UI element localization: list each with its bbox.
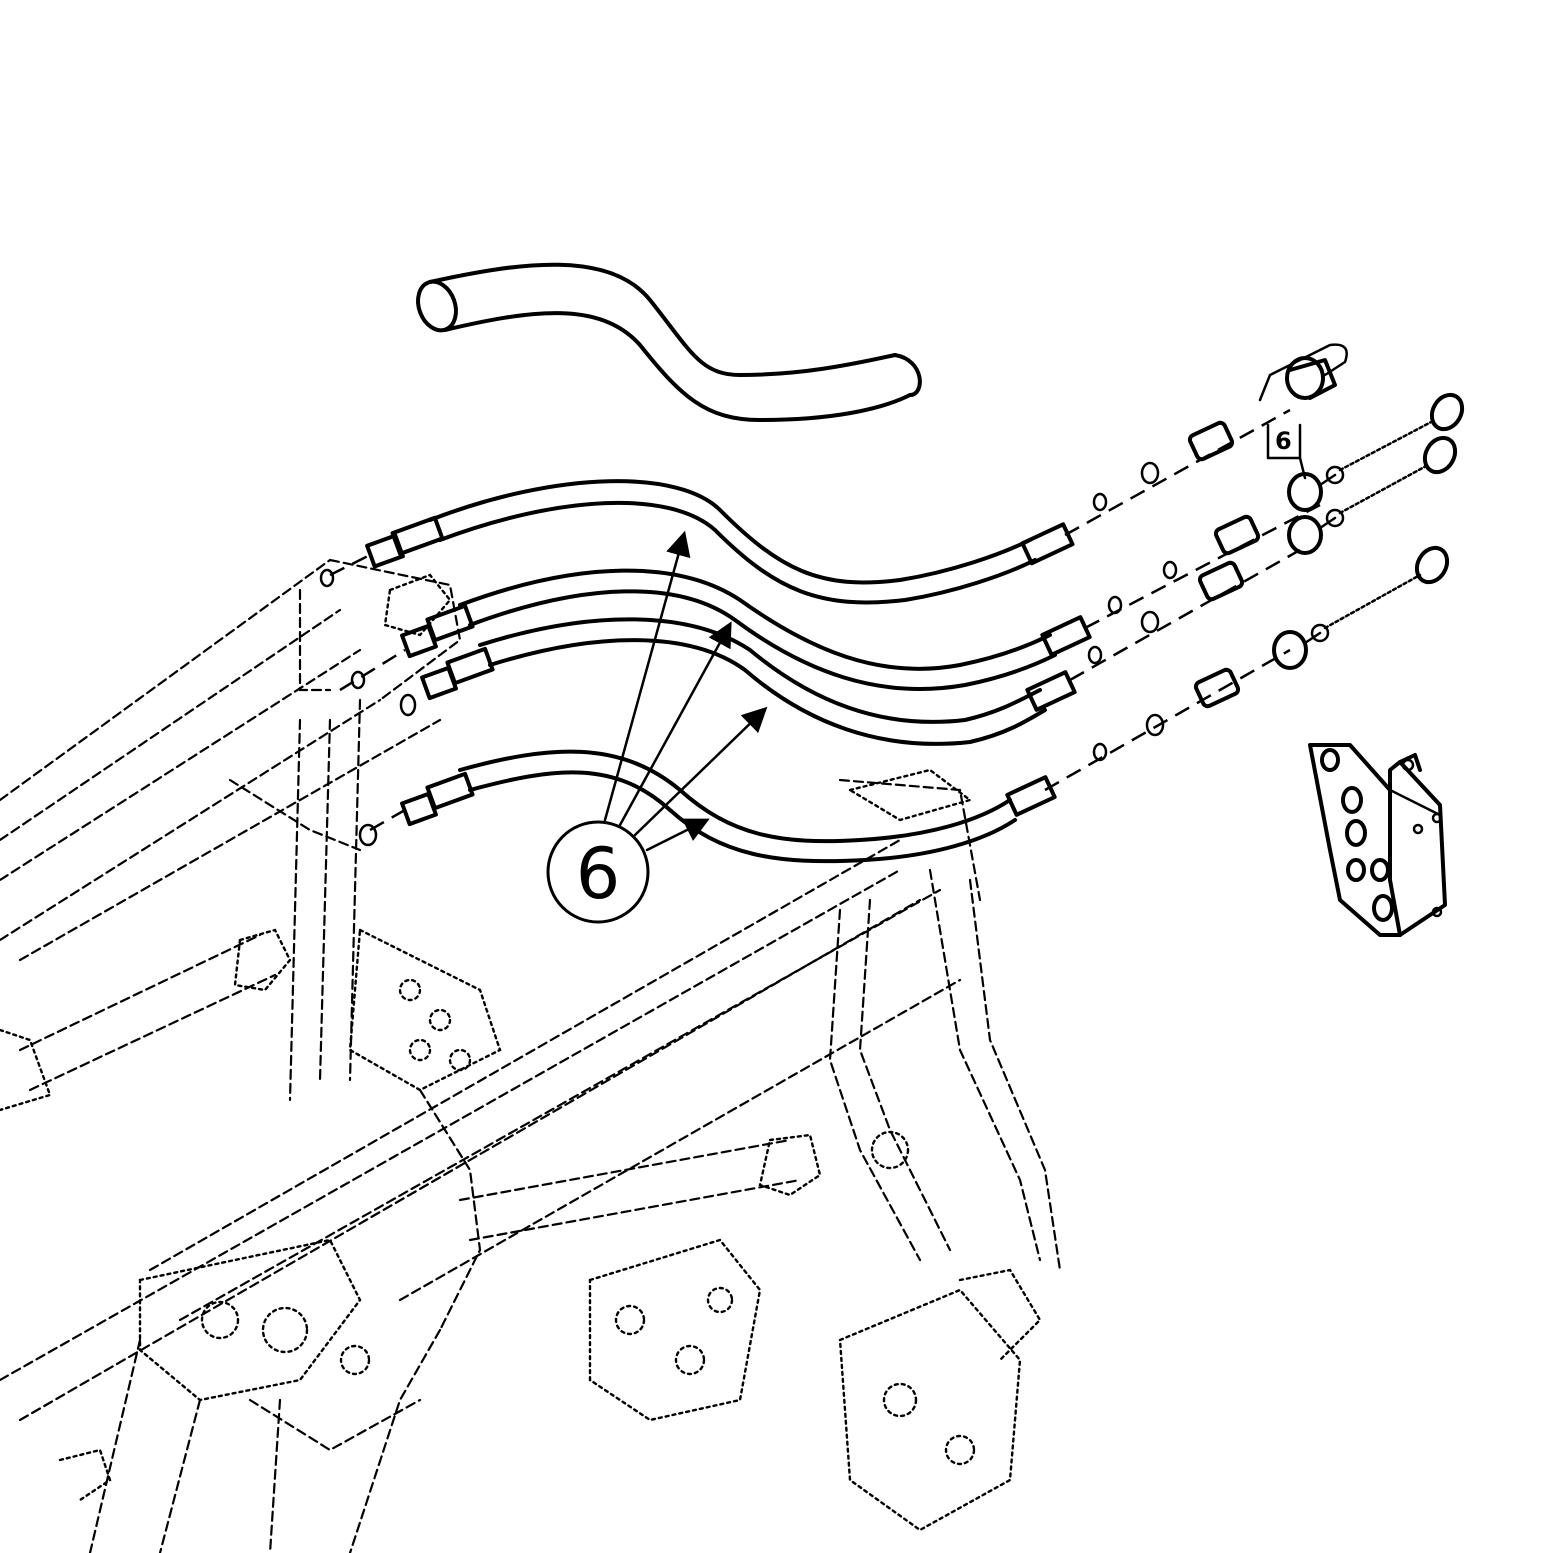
dust-caps [1258,343,1465,670]
hydraulic-hose-1 [365,479,1075,605]
hydraulic-hose-2 [400,568,1092,692]
main-callout-label: 6 [576,833,621,915]
hydraulic-hose-3 [420,617,1077,746]
washers [319,461,1178,847]
assembly-centerlines [329,408,1321,832]
leader-arrow-3 [633,706,768,837]
small-callout: 6 [1266,423,1307,480]
hydraulic-hose-4 [400,749,1057,864]
leader-arrow-2 [618,621,732,827]
mounting-bracket [1308,743,1447,937]
small-callout-label: 6 [1275,427,1292,455]
leader-arrow-4 [645,818,710,852]
quick-couplers [1187,420,1261,709]
loader-frame-ghost [0,558,1062,1553]
callout-circle [546,820,650,924]
leader-arrow-1 [603,530,691,822]
curved-sleeve-hose [416,262,922,422]
main-callout: 6 [546,530,768,924]
